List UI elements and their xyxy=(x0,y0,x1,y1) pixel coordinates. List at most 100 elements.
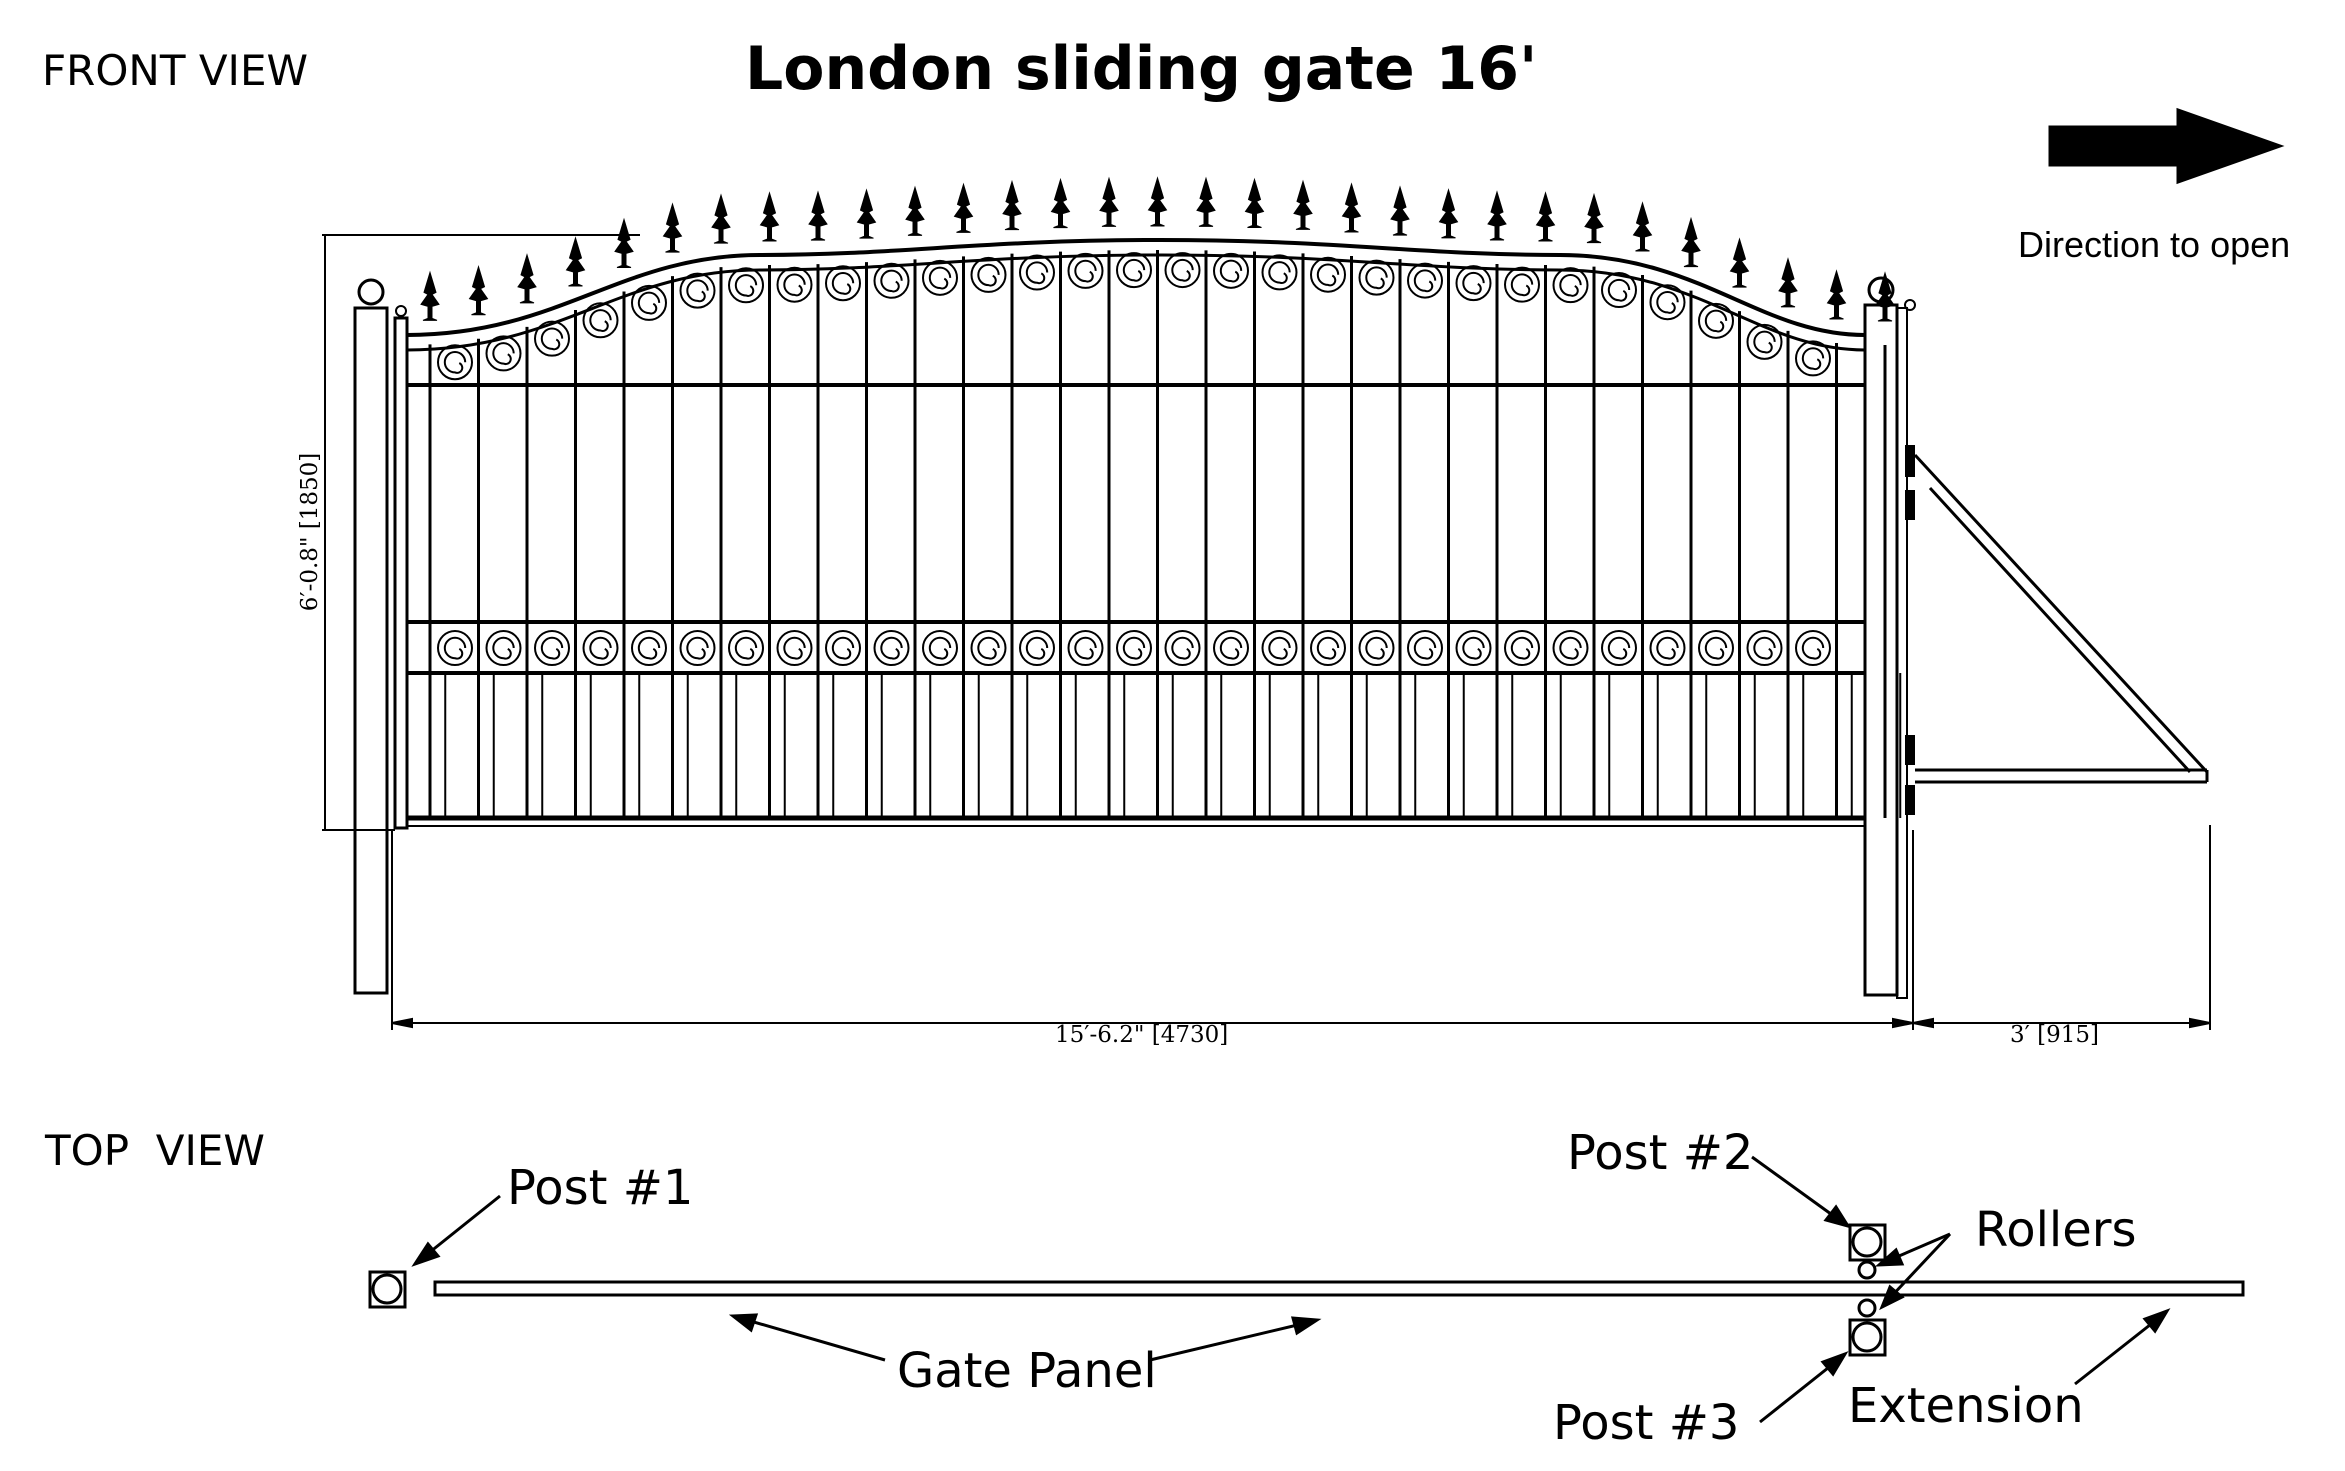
scroll-curl xyxy=(831,272,855,295)
finial xyxy=(1341,182,1362,233)
scroll-ornament xyxy=(679,630,716,666)
scroll-curl xyxy=(1413,269,1437,293)
scroll-curl xyxy=(928,266,952,290)
scroll-ornament xyxy=(1164,252,1201,289)
scroll-ornament xyxy=(1649,284,1686,321)
post-1-front xyxy=(353,306,389,995)
finial xyxy=(759,191,780,242)
scroll-curl xyxy=(880,636,903,660)
post-1-cap xyxy=(357,278,385,306)
scroll-ornament xyxy=(1067,252,1104,289)
top-view xyxy=(368,1223,2245,1357)
scroll-ornament xyxy=(437,344,473,381)
gate-panel-top xyxy=(433,1280,2245,1297)
roller-top-2 xyxy=(1857,1298,1877,1318)
finial xyxy=(614,217,634,268)
scroll-ornament xyxy=(1407,630,1443,666)
scroll-curl xyxy=(734,636,758,660)
scroll-curl xyxy=(783,636,806,660)
finial xyxy=(468,264,489,316)
scroll-curl xyxy=(783,273,806,297)
finial xyxy=(1584,192,1604,244)
scroll-curl xyxy=(492,342,515,366)
post-2-front xyxy=(1863,303,1899,997)
scroll-ornament xyxy=(582,302,619,339)
scroll-ornament xyxy=(1019,630,1055,666)
scroll-ornament xyxy=(1261,630,1298,666)
rollers-label: Rollers xyxy=(1975,1202,2137,1258)
extension-dimension-label: 3′ [915] xyxy=(2010,1022,2100,1048)
scroll-curl xyxy=(540,327,564,351)
scroll-ornament xyxy=(873,630,910,666)
scroll-curl xyxy=(1753,330,1776,354)
scroll-curl xyxy=(1801,636,1825,660)
scroll-ornament xyxy=(1504,266,1540,303)
scroll-curl xyxy=(686,636,709,660)
scroll-curl xyxy=(831,636,855,660)
scroll-curl xyxy=(928,636,952,660)
scroll-ornament xyxy=(1067,630,1104,666)
scroll-curl xyxy=(1122,258,1146,282)
scroll-curl xyxy=(637,291,661,315)
gate-panel-label: Gate Panel xyxy=(897,1343,1157,1399)
scroll-curl xyxy=(734,274,758,297)
scroll-ornament xyxy=(1795,340,1831,377)
scroll-curl xyxy=(1025,636,1049,660)
finial xyxy=(1632,201,1653,252)
finial xyxy=(808,190,828,241)
scroll-curl xyxy=(880,269,903,293)
scroll-ornament xyxy=(1746,630,1783,666)
post-3-top xyxy=(1848,1318,1887,1357)
finial xyxy=(1778,257,1798,308)
scroll-ornament xyxy=(1552,267,1589,304)
scroll-ornament xyxy=(631,284,667,321)
scroll-curl xyxy=(1656,636,1679,660)
scroll-ornament xyxy=(1164,630,1201,666)
scroll-curl xyxy=(1704,636,1728,660)
extension-label: Extension xyxy=(1848,1378,2084,1434)
scroll-curl xyxy=(1074,259,1097,283)
scroll-curl xyxy=(1559,636,1582,660)
scroll-ornament xyxy=(1358,630,1395,666)
scroll-ornament xyxy=(534,320,570,357)
scroll-ornament xyxy=(728,267,764,304)
scroll-ornament xyxy=(1746,323,1783,360)
scroll-ornament xyxy=(1261,254,1298,291)
finial xyxy=(517,253,537,304)
scroll-ornament xyxy=(970,256,1007,293)
finial xyxy=(1390,185,1410,236)
finial xyxy=(856,188,877,239)
scroll-ornament xyxy=(873,262,910,299)
scroll-curl xyxy=(1656,291,1679,314)
scroll-curl xyxy=(1462,271,1485,295)
scroll-curl xyxy=(1365,636,1388,660)
scroll-ornament xyxy=(1504,630,1540,666)
finial xyxy=(1099,176,1119,227)
right-arrow-icon xyxy=(2048,107,2285,185)
scroll-curl xyxy=(1171,636,1194,660)
finial xyxy=(1487,190,1507,241)
scroll-curl xyxy=(589,309,612,332)
scroll-ornament xyxy=(1601,272,1637,309)
scroll-ornament xyxy=(825,630,861,666)
scroll-curl xyxy=(1219,259,1243,283)
finial xyxy=(1729,237,1750,288)
scroll-curl xyxy=(1171,258,1194,282)
scroll-ornament xyxy=(485,335,522,372)
width-dimension-label: 15′-6.2" [4730] xyxy=(1055,1022,1229,1048)
scroll-curl xyxy=(492,636,515,660)
scroll-curl xyxy=(1753,636,1776,660)
scroll-curl xyxy=(1704,309,1728,333)
rollers-front xyxy=(1905,445,1915,815)
finial xyxy=(420,270,440,321)
page-title: London sliding gate 16' xyxy=(745,34,1538,104)
scroll-curl xyxy=(686,279,709,303)
scroll-ornament xyxy=(1019,254,1055,291)
finial xyxy=(1244,177,1265,228)
scroll-ornament xyxy=(1116,630,1152,666)
scroll-ornament xyxy=(1601,630,1637,666)
scroll-ornament xyxy=(679,272,716,309)
finial xyxy=(1147,176,1168,227)
finial xyxy=(1196,176,1216,227)
